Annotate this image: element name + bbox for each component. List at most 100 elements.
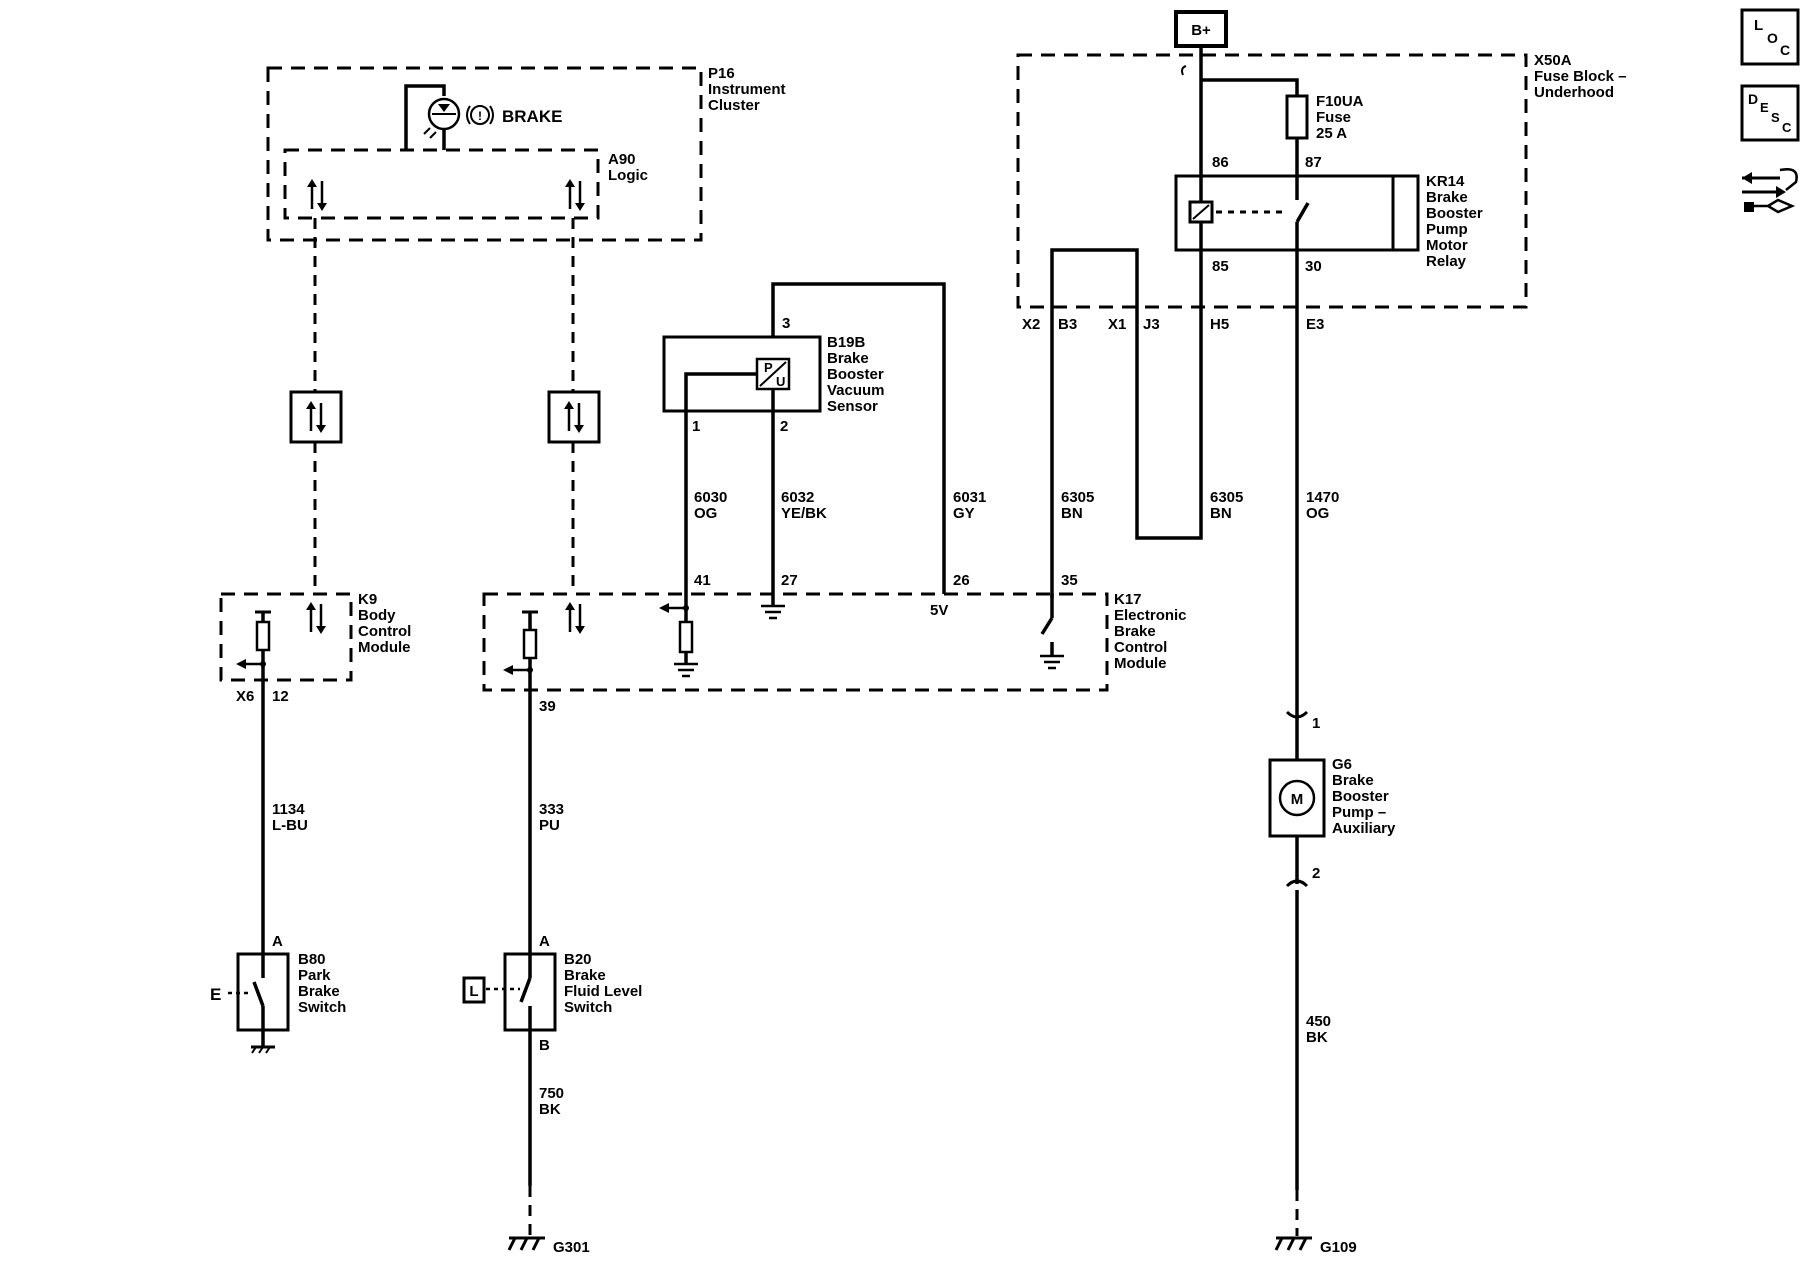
k17-pin26: 26 xyxy=(953,572,970,589)
sensor-signal-inner xyxy=(684,372,757,411)
brake-warning-icon: ! xyxy=(466,105,494,125)
relay-kr14-tab xyxy=(1391,174,1420,252)
b20-id: B20 xyxy=(564,951,592,968)
description-button[interactable]: D E S C xyxy=(1740,84,1800,142)
pin-12: 12 xyxy=(272,688,289,705)
w6030-color: OG xyxy=(694,505,717,522)
a90-data-arrows-right xyxy=(563,177,587,213)
wire-6305 xyxy=(1050,248,1203,598)
kr14-line1: Brake xyxy=(1426,189,1468,206)
connector-repair-icon[interactable] xyxy=(1742,168,1798,214)
b20-line3: Switch xyxy=(564,999,612,1016)
kr14-line3: Pump xyxy=(1426,221,1468,238)
g6-pin1: 1 xyxy=(1312,715,1320,732)
w1470-color: OG xyxy=(1306,505,1329,522)
b20-arm xyxy=(519,977,532,1003)
feed-connector xyxy=(1181,65,1187,76)
battery-positive: B+ xyxy=(1174,10,1228,48)
w1470-num: 1470 xyxy=(1306,489,1339,506)
b19b-pin1: 1 xyxy=(692,418,700,435)
b19b-line4: Sensor xyxy=(827,398,878,415)
p16-line2: Cluster xyxy=(708,97,760,114)
b20-pin-a: A xyxy=(539,933,550,950)
loc-c: C xyxy=(1780,42,1790,58)
motor-symbol xyxy=(1278,779,1316,817)
k17-line4: Module xyxy=(1114,655,1167,672)
p16-line1: Instrument xyxy=(708,81,786,98)
g109-label: G109 xyxy=(1320,1239,1357,1256)
fuse-block-outline xyxy=(1016,53,1528,309)
motor-m: M xyxy=(1291,791,1304,808)
pin-86: 86 xyxy=(1212,154,1229,171)
k17-signal-input-41 xyxy=(659,594,700,678)
k9-pullup xyxy=(236,610,271,680)
pin-j3: J3 xyxy=(1143,316,1160,333)
pin-87: 87 xyxy=(1305,154,1322,171)
b19b-pin2: 2 xyxy=(780,418,788,435)
relay-switch-arm xyxy=(1295,202,1310,223)
b20-line2: Fluid Level xyxy=(564,983,642,1000)
b19b-line3: Vacuum xyxy=(827,382,885,399)
g6-pin2: 2 xyxy=(1312,865,1320,882)
k17-line1: Electronic xyxy=(1114,607,1187,624)
g6-line2: Booster xyxy=(1332,788,1389,805)
body-control-module-outline xyxy=(219,592,353,682)
g6-line1: Brake xyxy=(1332,772,1374,789)
k17-line2: Brake xyxy=(1114,623,1156,640)
b20-pin-b: B xyxy=(539,1037,550,1054)
f10ua-line2: 25 A xyxy=(1316,125,1347,142)
f10ua-id: F10UA xyxy=(1316,93,1364,110)
wire-6031-route xyxy=(771,282,946,594)
w6032-num: 6032 xyxy=(781,489,814,506)
k9-line3: Module xyxy=(358,639,411,656)
w6305b-color: BN xyxy=(1210,505,1232,522)
w1134-color: L-BU xyxy=(272,817,308,834)
b80-case-ground xyxy=(251,1045,275,1054)
pin-85: 85 xyxy=(1212,258,1229,275)
b80-line2: Brake xyxy=(298,983,340,1000)
ground-g301-symbol xyxy=(507,1236,545,1251)
g6-line4: Auxiliary xyxy=(1332,820,1396,837)
location-button[interactable]: L O C xyxy=(1740,8,1800,66)
lamp-ray-1 xyxy=(423,127,431,135)
k17-line3: Control xyxy=(1114,639,1167,656)
transducer-diag xyxy=(759,361,787,387)
kr14-line4: Motor xyxy=(1426,237,1468,254)
k17-5v-label: 5V xyxy=(930,602,948,619)
instrument-cluster-outline xyxy=(266,66,703,242)
k17-pin39: 39 xyxy=(539,698,556,715)
x50a-line2: Underhood xyxy=(1534,84,1614,101)
b-plus-label: B+ xyxy=(1191,22,1211,39)
desc-e: E xyxy=(1760,100,1769,115)
w6031-num: 6031 xyxy=(953,489,986,506)
kr14-line2: Booster xyxy=(1426,205,1483,222)
k9-id: K9 xyxy=(358,591,377,608)
w750-num: 750 xyxy=(539,1085,564,1102)
b80-line3: Switch xyxy=(298,999,346,1016)
desc-s: S xyxy=(1771,110,1780,125)
g6-line3: Pump – xyxy=(1332,804,1386,821)
b80-e-symbol: E xyxy=(210,985,221,1004)
transducer-p: P xyxy=(764,360,773,375)
a90-logic-outline xyxy=(283,148,600,220)
a90-id: A90 xyxy=(608,151,636,168)
pin-e3: E3 xyxy=(1306,316,1324,333)
indicator-feed xyxy=(404,84,446,150)
pin-b3: B3 xyxy=(1058,316,1077,333)
k17-pin35: 35 xyxy=(1061,572,1078,589)
kr14-id: KR14 xyxy=(1426,173,1465,190)
fuse-feed-wire xyxy=(1201,78,1299,96)
b80-arm xyxy=(252,981,265,1007)
w6032-color: YE/BK xyxy=(781,505,827,522)
b19b-line2: Booster xyxy=(827,366,884,383)
w6305a-color: BN xyxy=(1061,505,1083,522)
fuse-f10ua xyxy=(1285,94,1309,140)
ground-g109-symbol xyxy=(1274,1236,1312,1251)
pin-x1: X1 xyxy=(1108,316,1126,333)
b80-id: B80 xyxy=(298,951,326,968)
loc-o: O xyxy=(1767,30,1778,46)
f10ua-line1: Fuse xyxy=(1316,109,1351,126)
k9-line2: Control xyxy=(358,623,411,640)
pin-h5: H5 xyxy=(1210,316,1229,333)
